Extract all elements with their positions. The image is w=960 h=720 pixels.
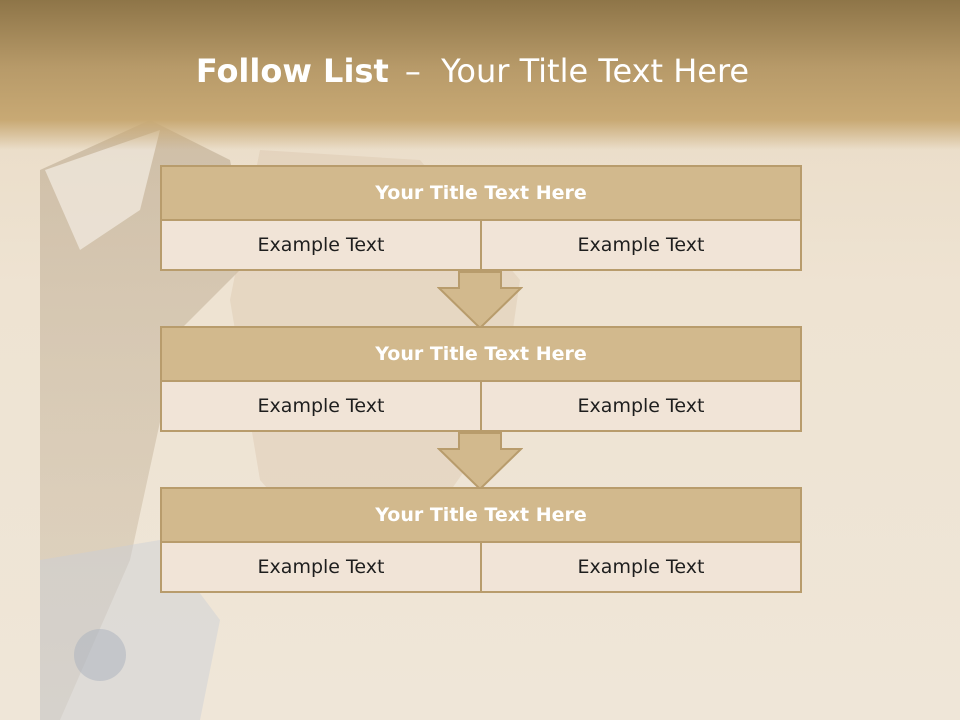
- block-cell-left: Example Text: [160, 382, 482, 432]
- block-row: Example Text Example Text: [160, 382, 802, 432]
- list-block-2: Your Title Text Here Example Text Exampl…: [160, 326, 802, 432]
- block-cell-right: Example Text: [482, 543, 802, 593]
- block-cell-right: Example Text: [482, 382, 802, 432]
- block-cell-left: Example Text: [160, 543, 482, 593]
- list-block-3: Your Title Text Here Example Text Exampl…: [160, 487, 802, 593]
- block-cell-left: Example Text: [160, 221, 482, 271]
- block-row: Example Text Example Text: [160, 221, 802, 271]
- slide-title-rest: Your Title Text Here: [441, 52, 750, 90]
- list-block-1: Your Title Text Here Example Text Exampl…: [160, 165, 802, 271]
- header-band: [0, 0, 960, 150]
- block-title: Your Title Text Here: [160, 326, 802, 382]
- block-cell-right: Example Text: [482, 221, 802, 271]
- down-arrow-icon: [437, 432, 523, 491]
- block-title: Your Title Text Here: [160, 487, 802, 543]
- block-title: Your Title Text Here: [160, 165, 802, 221]
- block-row: Example Text Example Text: [160, 543, 802, 593]
- slide-title-dash: –: [404, 52, 421, 90]
- slide-title: Follow List – Your Title Text Here: [0, 52, 945, 90]
- slide-title-bold: Follow List: [195, 52, 389, 90]
- down-arrow-icon: [437, 271, 523, 330]
